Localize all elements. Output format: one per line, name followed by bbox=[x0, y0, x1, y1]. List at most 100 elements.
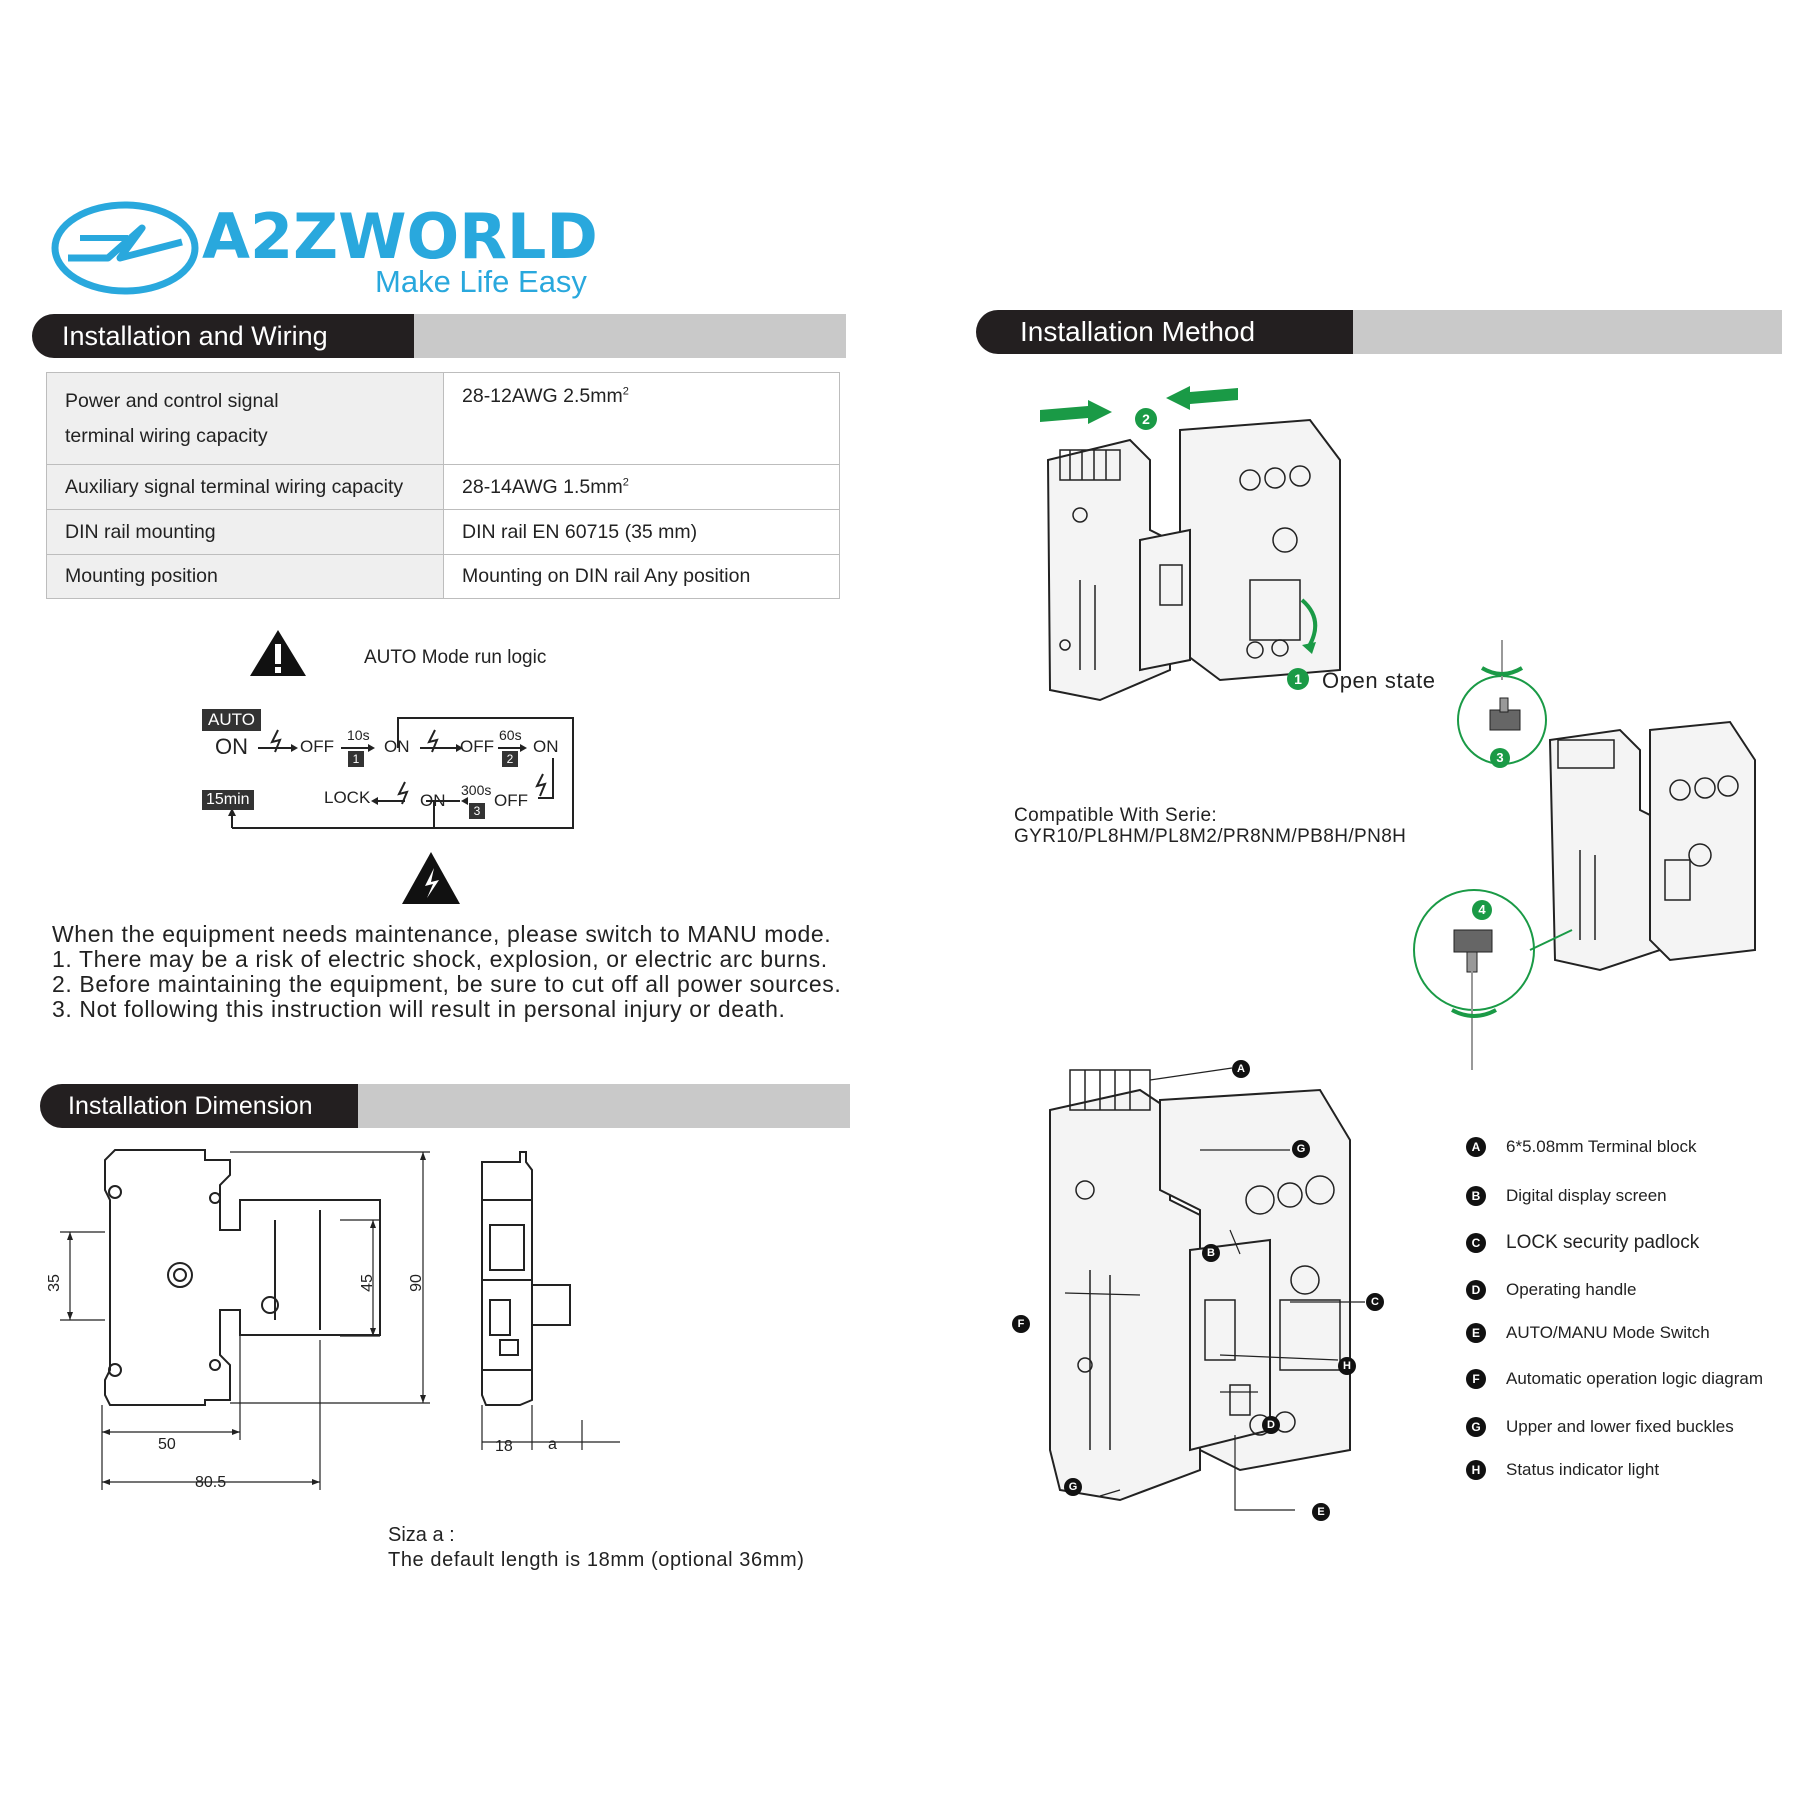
callout-E: E bbox=[1312, 1503, 1330, 1521]
legend-bullet: H bbox=[1466, 1460, 1486, 1480]
side-view-drawing bbox=[60, 1149, 430, 1490]
legend-bullet: F bbox=[1466, 1369, 1486, 1389]
table-row: Mounting position Mounting on DIN rail A… bbox=[46, 554, 840, 599]
auto-logic-diagram bbox=[228, 717, 574, 829]
delay-label: 10s bbox=[347, 727, 370, 743]
step-4-badge: 4 bbox=[1472, 900, 1492, 920]
legend-bullet: C bbox=[1466, 1233, 1486, 1253]
callout-A: A bbox=[1232, 1060, 1250, 1078]
key-line: Mounting position bbox=[65, 565, 218, 587]
table-row: Power and control signal terminal wiring… bbox=[46, 372, 840, 465]
auto-logic-title: AUTO Mode run logic bbox=[364, 647, 547, 668]
callout-H: H bbox=[1338, 1357, 1356, 1375]
state-on: ON bbox=[420, 791, 446, 810]
table-cell-value: DIN rail EN 60715 (35 mm) bbox=[443, 509, 840, 555]
detail-circle-bottom bbox=[1413, 889, 1573, 1070]
device-mounted-drawing bbox=[1548, 720, 1756, 972]
key-line: Power and control signal bbox=[65, 389, 279, 412]
legend-label: Upper and lower fixed buckles bbox=[1506, 1417, 1734, 1436]
spec-table: Power and control signal terminal wiring… bbox=[46, 372, 840, 599]
table-cell-key: Power and control signal terminal wiring… bbox=[46, 372, 444, 465]
section-header-installation-wiring: Installation and Wiring bbox=[32, 314, 846, 358]
legend-item-c: C LOCK security padlock bbox=[1466, 1229, 1699, 1257]
front-view-drawing bbox=[481, 1151, 620, 1450]
brand-name: A2ZWORLD bbox=[202, 200, 598, 273]
dim-label: 18 bbox=[495, 1438, 513, 1455]
value-text: 28-12AWG 2.5mm bbox=[462, 385, 623, 407]
legend-label: Status indicator light bbox=[1506, 1460, 1660, 1479]
legend-bullet: G bbox=[1466, 1417, 1486, 1437]
legend-item-h: H Status indicator light bbox=[1466, 1456, 1659, 1484]
green-arrow-right-icon bbox=[1040, 400, 1112, 424]
labeled-device-drawing bbox=[1049, 1067, 1365, 1511]
warning-exclamation-icon bbox=[250, 630, 306, 676]
table-cell-value: 28-14AWG 1.5mm2 bbox=[443, 464, 840, 510]
duration-badge: 15min bbox=[202, 790, 254, 810]
key-line: terminal wiring capacity bbox=[65, 424, 268, 447]
legend-item-e: E AUTO/MANU Mode Switch bbox=[1466, 1319, 1710, 1347]
section-header-installation-dimension: Installation Dimension bbox=[40, 1084, 850, 1128]
compat-models: GYR10/PL8HM/PL8M2/PR8NM/PB8H/PN8H bbox=[1014, 826, 1407, 847]
table-cell-value: Mounting on DIN rail Any position bbox=[443, 554, 840, 599]
text-line: 2. Before maintaining the equipment, be … bbox=[52, 971, 842, 997]
table-cell-key: Mounting position bbox=[46, 554, 444, 599]
legend-label: Operating handle bbox=[1506, 1280, 1637, 1299]
text-line: 1. There may be a risk of electric shock… bbox=[52, 946, 828, 972]
compat-title: Compatible With Serie: bbox=[1014, 805, 1218, 826]
dim-note-title: Siza a : bbox=[388, 1524, 455, 1546]
legend-item-a: A 6*5.08mm Terminal block bbox=[1466, 1133, 1697, 1161]
state-off: OFF bbox=[460, 737, 494, 756]
dim-label: 50 bbox=[158, 1436, 176, 1453]
state-on: ON bbox=[384, 737, 410, 756]
maintenance-text: When the equipment needs maintenance, pl… bbox=[52, 922, 841, 1022]
open-state-label: Open state bbox=[1322, 668, 1436, 693]
legend-bullet: A bbox=[1466, 1137, 1486, 1157]
legend-item-b: B Digital display screen bbox=[1466, 1182, 1667, 1210]
step-3-badge: 3 bbox=[1490, 748, 1510, 768]
auto-badge: AUTO bbox=[202, 709, 261, 731]
callout-C: C bbox=[1366, 1293, 1384, 1311]
brand-logo-icon bbox=[51, 201, 199, 295]
device-and-breaker-drawing bbox=[1046, 418, 1341, 702]
section-title: Installation Dimension bbox=[40, 1084, 358, 1128]
state-off: OFF bbox=[494, 791, 528, 810]
warning-electric-icon bbox=[402, 852, 460, 904]
legend-label: 6*5.08mm Terminal block bbox=[1506, 1137, 1697, 1156]
callout-F: F bbox=[1012, 1315, 1030, 1333]
section-title: Installation Method bbox=[976, 310, 1353, 354]
legend-label: AUTO/MANU Mode Switch bbox=[1506, 1323, 1710, 1342]
brand-tagline: Make Life Easy bbox=[375, 264, 587, 299]
state-on: ON bbox=[533, 737, 559, 756]
legend-item-d: D Operating handle bbox=[1466, 1276, 1636, 1304]
section-header-installation-method: Installation Method bbox=[976, 310, 1782, 354]
delay-label: 300s bbox=[461, 782, 492, 798]
callout-B: B bbox=[1202, 1244, 1220, 1262]
dim-label: 35 bbox=[45, 1274, 63, 1292]
legend-bullet: B bbox=[1466, 1186, 1486, 1206]
legend-label: Digital display screen bbox=[1506, 1186, 1667, 1205]
step-badge: 3 bbox=[469, 803, 485, 819]
key-line: DIN rail mounting bbox=[65, 520, 216, 543]
green-arrow-left-icon bbox=[1166, 386, 1238, 410]
state-lock: LOCK bbox=[324, 788, 371, 807]
step-badge: 1 bbox=[348, 751, 364, 767]
step-2-badge: 2 bbox=[1135, 408, 1157, 430]
dim-note-body: The default length is 18mm (optional 36m… bbox=[388, 1549, 805, 1571]
callout-D: D bbox=[1262, 1416, 1280, 1434]
step-1-badge: 1 bbox=[1287, 668, 1309, 690]
legend-bullet: E bbox=[1466, 1323, 1486, 1343]
section-title: Installation and Wiring bbox=[32, 314, 414, 358]
key-line: Auxiliary signal terminal wiring capacit… bbox=[65, 475, 404, 498]
table-cell-key: Auxiliary signal terminal wiring capacit… bbox=[46, 464, 444, 510]
text-line: When the equipment needs maintenance, pl… bbox=[52, 921, 832, 947]
value-text: DIN rail EN 60715 (35 mm) bbox=[462, 520, 698, 543]
callout-G2: G bbox=[1064, 1478, 1082, 1496]
detail-circle-top bbox=[1457, 640, 1547, 765]
state-on: ON bbox=[215, 734, 248, 759]
callout-G: G bbox=[1292, 1140, 1310, 1158]
legend-item-f: F Automatic operation logic diagram bbox=[1466, 1365, 1763, 1393]
table-cell-key: DIN rail mounting bbox=[46, 509, 444, 555]
dim-label: a bbox=[548, 1436, 557, 1453]
legend-item-g: G Upper and lower fixed buckles bbox=[1466, 1413, 1734, 1441]
dim-label: 90 bbox=[407, 1274, 425, 1292]
